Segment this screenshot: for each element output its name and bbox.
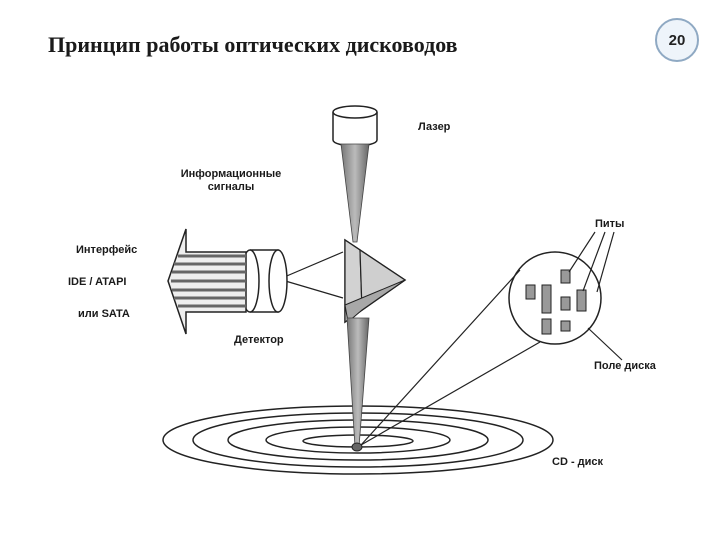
- slide-title: Принцип работы оптических дисководов: [48, 32, 458, 57]
- cd-disk-label: CD - диск: [552, 456, 604, 468]
- pits-pointer-lines: [568, 231, 615, 293]
- interface-label: Интерфейс: [76, 244, 138, 256]
- detector-label: Детектор: [234, 334, 284, 346]
- info-signals-label: Информационные сигналы: [172, 168, 290, 194]
- pits-label: Питы: [595, 218, 625, 230]
- pits: [525, 269, 587, 335]
- disk-field-magnifier: [360, 251, 602, 446]
- disk-field-pointer: [587, 327, 623, 361]
- detector: [240, 249, 288, 313]
- ide-atapi-label: IDE / ATAPI: [68, 276, 127, 288]
- info-signals-line2: сигналы: [207, 181, 255, 193]
- laser-beam: [340, 143, 370, 243]
- info-signals-line1: Информационные: [180, 168, 282, 180]
- laser-housing: [332, 105, 378, 147]
- sata-label: или SATA: [78, 308, 130, 320]
- prism: [344, 238, 407, 324]
- page-number-badge: 20: [655, 18, 699, 62]
- interface-arrow: [167, 228, 247, 335]
- laser-label: Лазер: [418, 121, 451, 133]
- disk-field-label: Поле диска: [594, 360, 656, 372]
- focus-spot: [351, 442, 363, 452]
